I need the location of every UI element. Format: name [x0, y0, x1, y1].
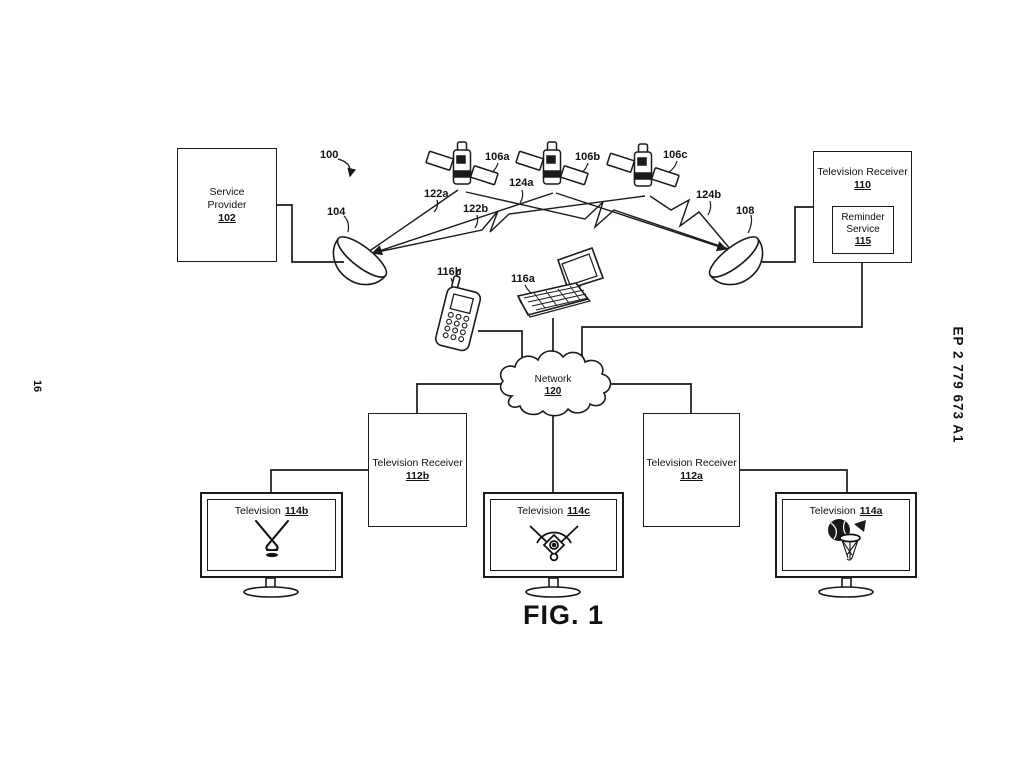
television-114a-ref: 114a: [859, 505, 883, 517]
television-receiver-110-ref: 110: [854, 179, 871, 191]
receiving-dish-108-icon: [708, 236, 764, 286]
television-receiver-112a-box: Television Receiver 112a: [643, 413, 740, 527]
wired-connectors: [270, 204, 863, 493]
callout-108: 108: [736, 205, 755, 217]
television-114b-ref: 114b: [284, 505, 309, 517]
leader-122b: [474, 214, 479, 229]
figure-caption: FIG. 1: [523, 600, 605, 630]
system-100-arrow: [337, 158, 357, 178]
callout-116b: 116b: [437, 266, 462, 278]
tv-stands: [243, 577, 874, 598]
patent-number-sidetext: EP 2 779 673 A1: [950, 326, 966, 444]
leader-124b: [707, 200, 712, 216]
television-receiver-112b-ref: 112b: [405, 470, 430, 482]
network-label-text: Network: [534, 374, 572, 385]
satellite-106a-icon: [425, 141, 499, 186]
television-receiver-112b-label: Television Receiver: [372, 457, 463, 469]
signal-line-downlink-left: [371, 192, 554, 256]
callout-106b: 106b: [575, 151, 601, 163]
leader-104: [343, 215, 350, 233]
mobile-phone-icon: [434, 268, 482, 352]
television-receiver-110-label: Television Receiver: [817, 166, 908, 178]
callout-122b: 122b: [463, 203, 489, 215]
reminder-service-label-line1: Reminder: [841, 212, 885, 223]
callout-122a: 122a: [424, 188, 449, 200]
network-ref: 120: [544, 386, 562, 397]
callout-124b: 124b: [696, 189, 722, 201]
television-receiver-112a-label: Television Receiver: [646, 457, 737, 469]
basketball-hoop-icon: [828, 519, 866, 561]
television-114b-label-text: Television: [234, 505, 281, 517]
uplink-dish-104-icon: [332, 236, 388, 286]
callout-106a: 106a: [485, 151, 510, 163]
callout-124a: 124a: [509, 177, 534, 189]
satellite-signal-lines: [367, 189, 732, 256]
network-cloud: [499, 350, 612, 417]
signal-line-122a: [367, 189, 459, 253]
television-114a-label-text: Television: [809, 505, 856, 517]
baseball-field-icon: [528, 525, 579, 562]
callout-100: 100: [320, 149, 339, 161]
connector-receiver112a-tv114a: [740, 469, 848, 493]
laptop-icon: [516, 246, 605, 318]
network-label: Network 120: [535, 374, 572, 398]
television-114c-ref: 114c: [567, 505, 590, 517]
connector-phone-network: [478, 330, 523, 367]
television-114c-label-text: Television: [517, 505, 564, 517]
leader-124a: [519, 189, 524, 204]
callout-104: 104: [327, 206, 346, 218]
connector-provider-dish: [277, 204, 344, 263]
television-receiver-112a-ref: 112a: [680, 470, 703, 482]
signal-line-122b: [367, 195, 646, 255]
connector-network-receiver112b: [416, 383, 506, 414]
reminder-service-label-line2: Service: [846, 224, 880, 235]
connector-receiver110-network: [581, 263, 863, 365]
reminder-service-ref: 115: [854, 236, 872, 247]
television-receiver-110-box: Television Receiver 110 Reminder Service…: [813, 151, 912, 263]
signal-line-downlink-right: [555, 192, 728, 252]
connector-network-receiver112a: [600, 383, 692, 414]
service-provider-label-line1: Service: [209, 185, 245, 198]
connector-dish-receiver110: [762, 206, 813, 263]
leader-122a: [433, 199, 439, 213]
hockey-sticks-icon: [254, 519, 289, 558]
service-provider-label-line2: Provider: [207, 198, 247, 211]
television-receiver-112b-box: Television Receiver 112b: [368, 413, 467, 527]
callout-106c: 106c: [663, 149, 688, 161]
leader-108: [747, 214, 753, 234]
signal-line-124b: [649, 195, 732, 251]
reminder-service-box: Reminder Service 115: [832, 206, 894, 254]
page-number: 16: [31, 379, 43, 393]
connector-receiver112b-tv114b: [270, 469, 368, 493]
service-provider-ref: 102: [218, 211, 236, 224]
callout-116a: 116a: [511, 273, 535, 285]
signal-line-124a: [465, 191, 730, 250]
service-provider-box: Service Provider 102: [177, 148, 277, 262]
